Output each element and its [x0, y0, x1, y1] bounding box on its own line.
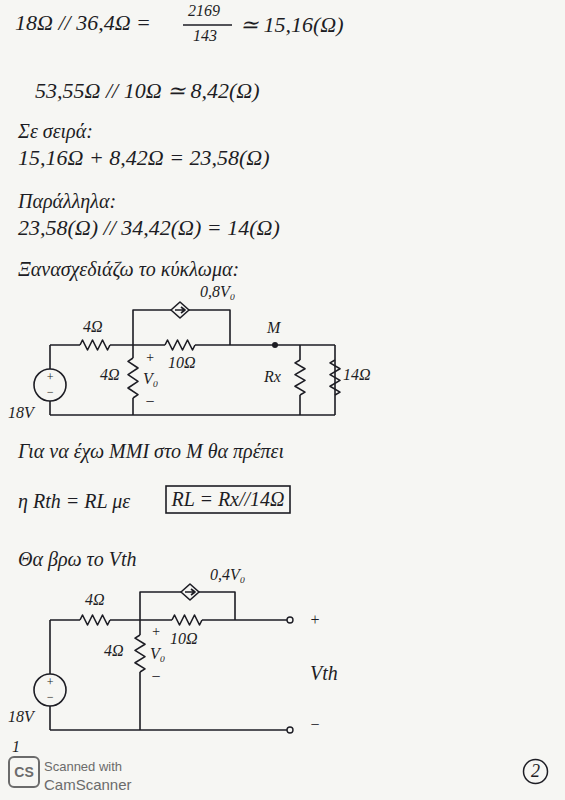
circuit-label: −	[145, 393, 156, 411]
circuit-label: Rx	[264, 368, 281, 386]
resistor-symbol	[80, 615, 110, 625]
circuit-label: +	[46, 371, 54, 385]
handwritten-line: Θα βρω το Vth	[18, 548, 137, 571]
scanner-logo: CS	[8, 756, 40, 788]
handwritten-line: 15,16Ω + 8,42Ω = 23,58(Ω)	[18, 145, 270, 170]
fraction-bar	[183, 24, 232, 26]
handwritten-line: 53,55Ω // 10Ω ≃ 8,42(Ω)	[35, 78, 260, 103]
circuit-label: −	[46, 386, 54, 400]
circuit-label: 4Ω	[85, 591, 105, 609]
circuit-label: 4Ω	[100, 366, 120, 384]
wire	[50, 414, 335, 416]
page-number: 2	[522, 758, 549, 785]
handwritten-line: 18Ω // 36,4Ω =	[15, 10, 151, 35]
circuit-label: 4Ω	[83, 318, 103, 336]
handwritten-line: Παράλληλα:	[18, 190, 116, 213]
wire	[50, 344, 335, 346]
resistor-symbol	[80, 340, 110, 350]
resistor-symbol	[172, 615, 202, 625]
circuit-label: V₀	[143, 370, 158, 388]
terminal	[287, 727, 293, 733]
boxed-formula: RL = Rx//14Ω	[165, 485, 291, 514]
circuit-label: 10Ω	[168, 354, 196, 372]
circuit-label: Μ	[267, 319, 280, 337]
circuit-label: 10Ω	[170, 630, 198, 648]
resistor-symbol	[330, 360, 340, 395]
node-dot	[272, 342, 278, 348]
handwritten-line: 143	[193, 27, 217, 45]
circuit-label: +	[310, 611, 321, 629]
arrow-symbol	[175, 307, 185, 313]
circuit-label: +	[46, 676, 54, 690]
handwritten-line: Σε σειρά:	[18, 120, 93, 143]
wire	[133, 310, 230, 345]
handwritten-line: Ξανασχεδιάζω το κύκλωμα:	[18, 258, 239, 281]
node-text: 2	[531, 761, 540, 782]
handwritten-line: η Rth = RL με	[18, 490, 130, 513]
node-text: RL = Rx//14Ω	[171, 488, 284, 511]
circuit-label: −	[46, 691, 54, 705]
resistor-symbol	[295, 360, 305, 395]
dependent-source-symbol	[181, 584, 199, 600]
voltage-source-symbol	[34, 674, 66, 706]
handwritten-line: 1	[12, 738, 20, 756]
handwritten-line: 23,58(Ω) // 34,42(Ω) = 14(Ω)	[18, 215, 280, 240]
resistor-symbol	[128, 358, 138, 398]
dependent-source-symbol	[171, 302, 189, 318]
circuit-label: 0,4V₀	[210, 566, 245, 584]
circuit-label: 0,8V₀	[200, 283, 235, 301]
wire	[50, 729, 287, 731]
terminal	[287, 617, 293, 623]
circuit-label: 18V	[8, 404, 34, 422]
watermark: Scanned with	[44, 760, 122, 775]
circuit-label: 4Ω	[104, 642, 124, 660]
resistor-symbol	[135, 635, 145, 672]
circuit-label: −	[151, 668, 162, 686]
circuit-label: +	[145, 350, 154, 366]
resistor-symbol	[165, 340, 195, 350]
handwritten-line: Για να έχω ΜΜΙ στο Μ θα πρέπει	[18, 440, 284, 463]
circuit-label: V₀	[150, 645, 165, 663]
watermark: CamScanner	[44, 776, 132, 793]
arrow-symbol	[185, 589, 195, 595]
handwritten-line: ≃ 15,16(Ω)	[240, 12, 344, 37]
handwritten-line: 2169	[188, 2, 220, 20]
wire	[139, 620, 141, 730]
voltage-source-symbol	[34, 369, 66, 401]
wire	[49, 620, 51, 730]
circuit-label: 18V	[8, 708, 34, 726]
node-text: CS	[14, 764, 33, 780]
circuit-label: −	[310, 716, 321, 734]
wire	[132, 345, 134, 415]
circuit-label: Vth	[310, 662, 338, 685]
circuit-label: 14Ω	[343, 366, 371, 384]
wire	[140, 592, 235, 620]
circuit-label: +	[151, 624, 160, 640]
